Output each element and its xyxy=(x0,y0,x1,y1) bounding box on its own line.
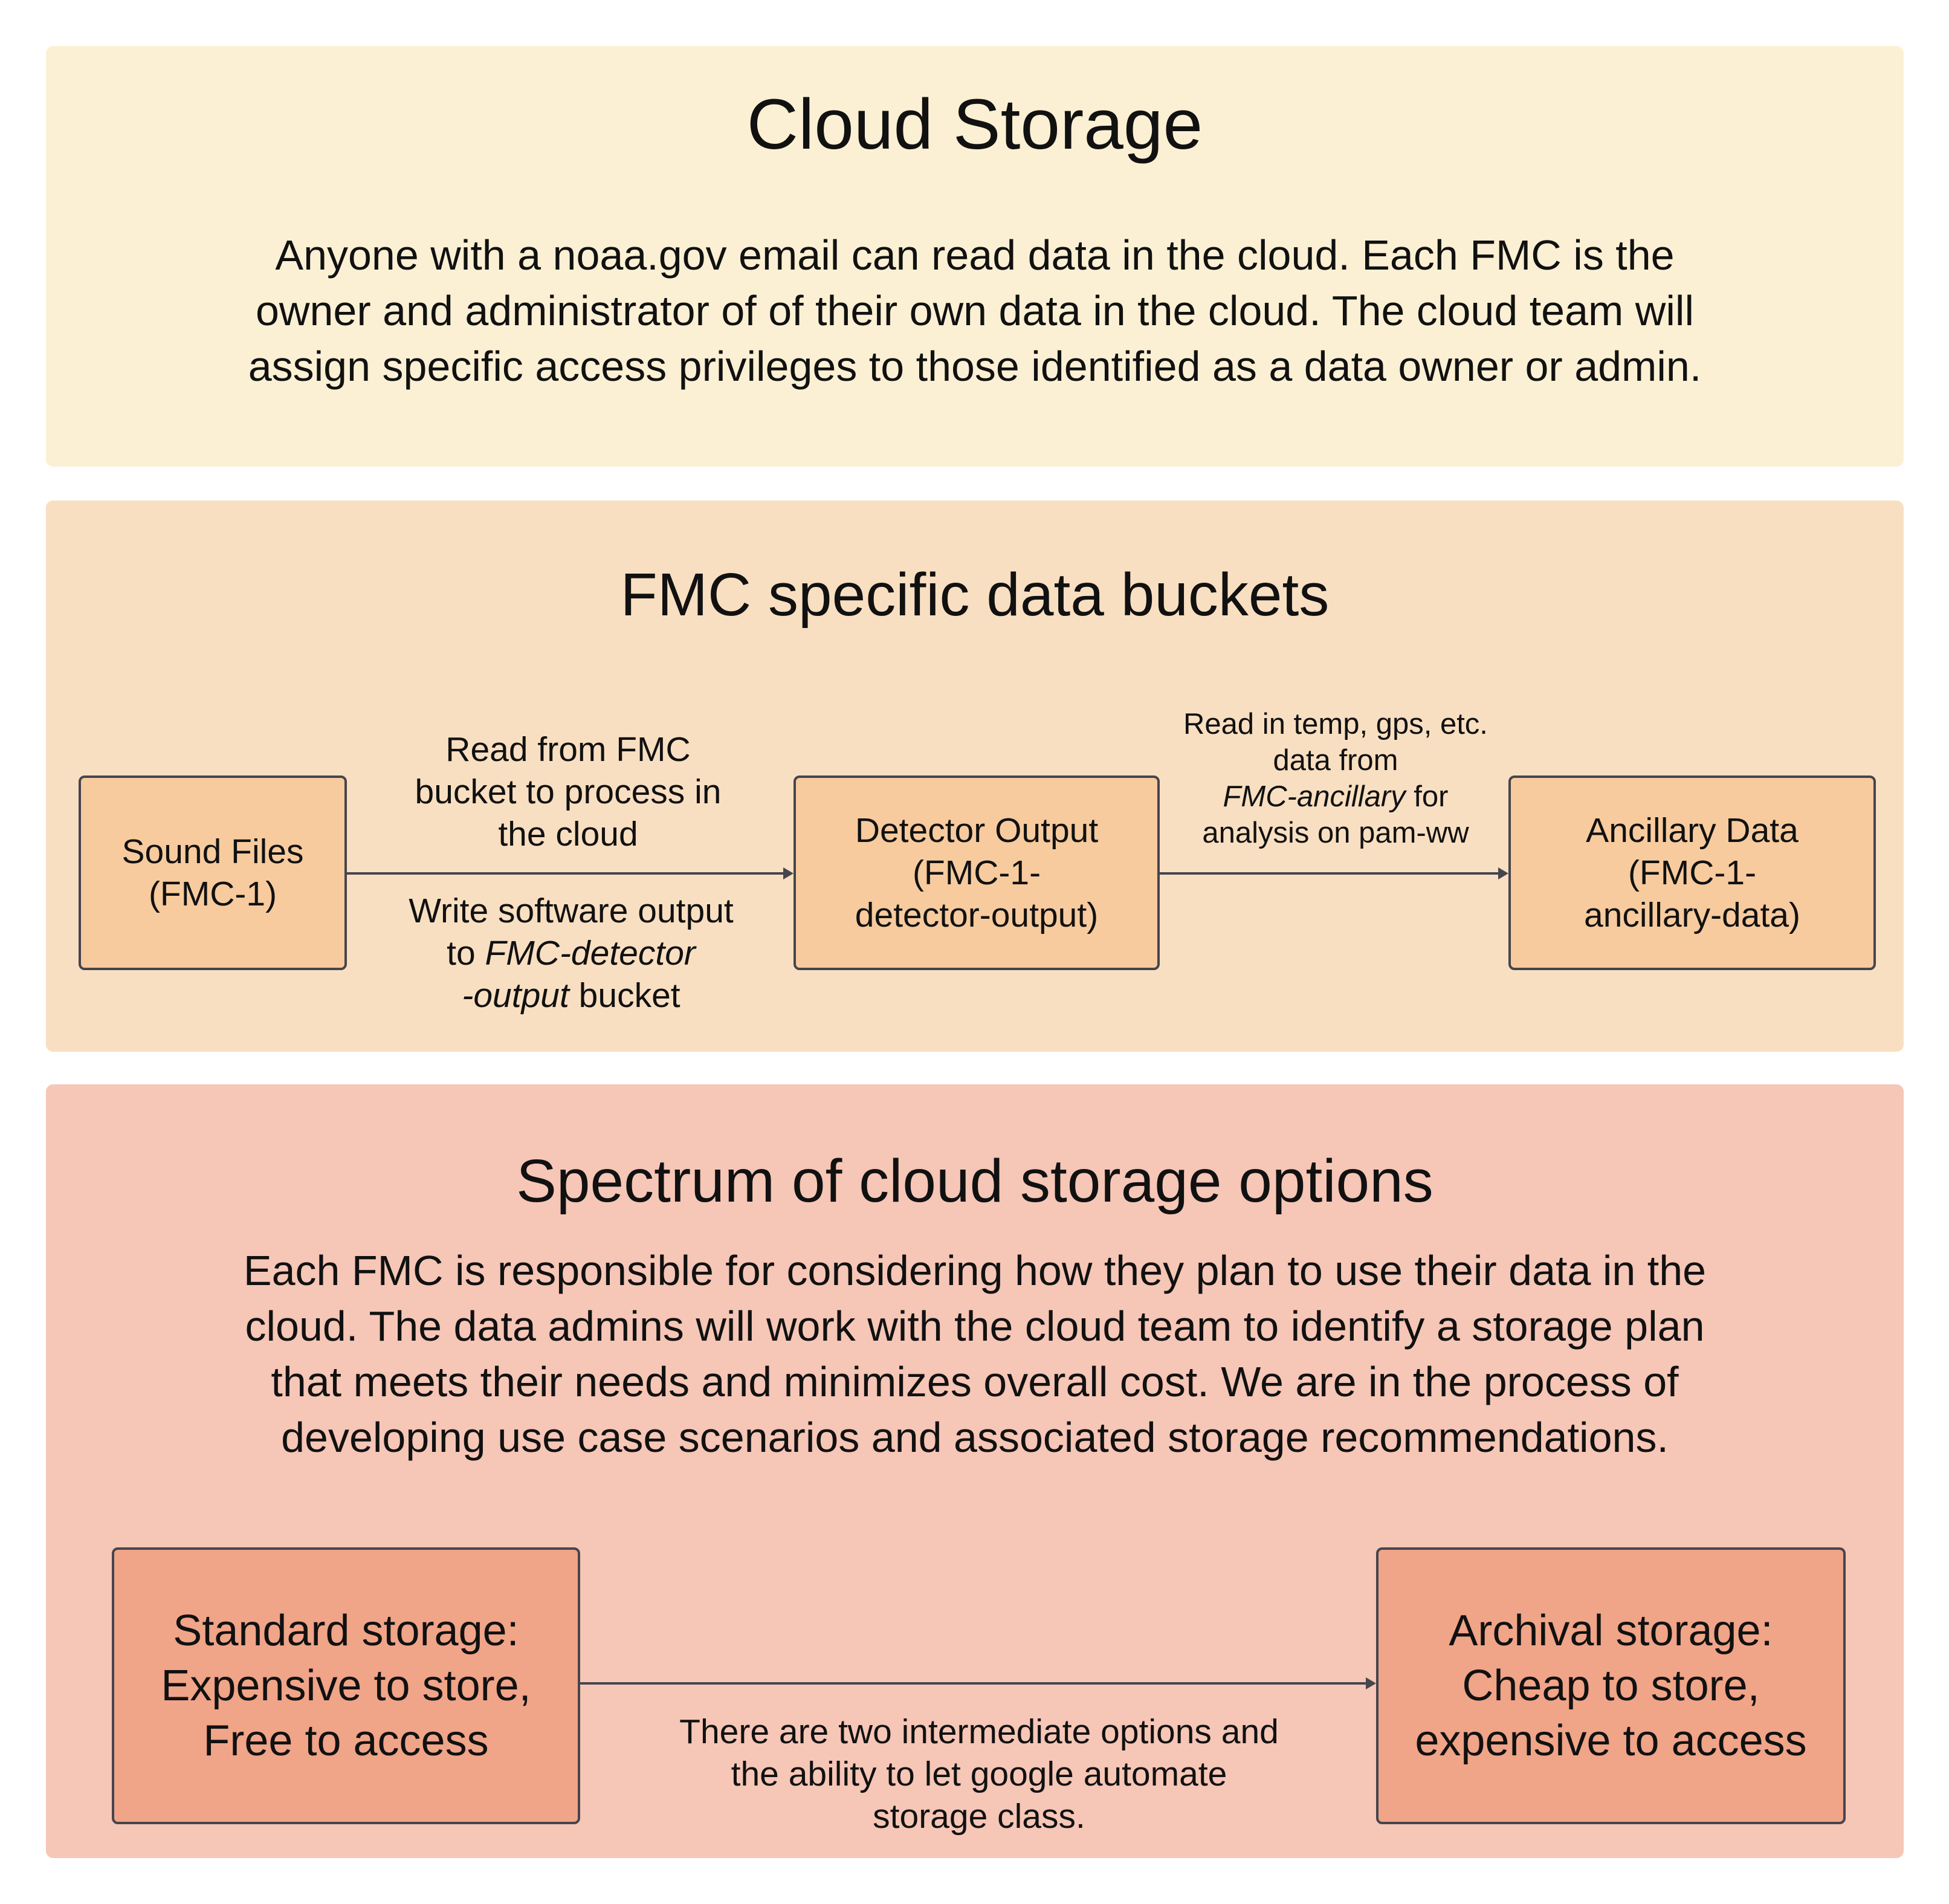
edge-label-line: analysis on pam-ww xyxy=(1202,817,1469,849)
spectrum-title: Spectrum of cloud storage options xyxy=(516,1147,1433,1215)
node-label: Archival storage: xyxy=(1449,1606,1773,1655)
bucket-name: FMC-detector xyxy=(485,934,696,973)
node-label: Standard storage: xyxy=(173,1606,519,1655)
edge-ancillary-label: Read in temp, gps, etc. data from FMC-an… xyxy=(1160,706,1511,851)
node-label: Cheap to store, xyxy=(1462,1661,1760,1710)
edge-write-label: Write software output to FMC-detector -o… xyxy=(363,890,780,1017)
standard-to-archival-arrow xyxy=(580,1677,1376,1689)
edge-label-line: Read in temp, gps, etc. xyxy=(1183,708,1488,740)
description-line: that meets their needs and minimizes ove… xyxy=(271,1358,1679,1405)
node-label: Ancillary Data xyxy=(1586,811,1799,850)
arrowhead-icon xyxy=(783,867,793,879)
node-label: Expensive to store, xyxy=(161,1661,531,1710)
description-line: cloud. The data admins will work with th… xyxy=(245,1303,1705,1350)
node-label: Free to access xyxy=(203,1716,489,1765)
arrowhead-icon xyxy=(1498,867,1508,879)
edge-read-label: Read from FMC bucket to process in the c… xyxy=(363,728,774,855)
bucket-name: -output xyxy=(462,976,569,1015)
node-label: (FMC-1- xyxy=(1627,853,1757,892)
edge-label-line: bucket to process in xyxy=(415,772,722,811)
archival-storage-node[interactable]: Archival storage: Cheap to store, expens… xyxy=(1376,1547,1846,1824)
edge-label-line: There are two intermediate options and xyxy=(679,1712,1279,1751)
description-line: developing use case scenarios and associ… xyxy=(281,1414,1669,1461)
arrowhead-icon xyxy=(1366,1677,1376,1689)
cloud-storage-panel: Cloud Storage Anyone with a noaa.gov ema… xyxy=(46,46,1904,467)
edge-label-line: Write software output xyxy=(409,892,734,930)
ancillary-data-node[interactable]: Ancillary Data (FMC-1- ancillary-data) xyxy=(1508,776,1876,970)
node-label: (FMC-1- xyxy=(912,853,1041,892)
edge-label-line: the cloud xyxy=(498,815,638,853)
detector-output-node[interactable]: Detector Output (FMC-1- detector-output) xyxy=(793,776,1160,970)
edge-label-text: bucket xyxy=(569,976,680,1015)
cloud-storage-title: Cloud Storage xyxy=(746,85,1203,164)
edge-label-line: data from xyxy=(1273,744,1398,777)
node-label: expensive to access xyxy=(1415,1716,1807,1765)
edge-label-text: to xyxy=(447,934,485,973)
edge-label-line: storage class. xyxy=(873,1797,1085,1836)
bucket-name: FMC-ancillary xyxy=(1223,780,1406,813)
fmc-buckets-title: FMC specific data buckets xyxy=(620,561,1330,629)
standard-storage-node[interactable]: Standard storage: Expensive to store, Fr… xyxy=(112,1547,580,1824)
node-label: ancillary-data) xyxy=(1584,896,1800,934)
cloud-storage-description: Anyone with a noaa.gov email can read da… xyxy=(46,227,1904,394)
description-line: owner and administrator of of their own … xyxy=(256,287,1694,334)
description-line: assign specific access privileges to tho… xyxy=(248,343,1702,390)
edge-label-line: the ability to let google automate xyxy=(731,1755,1227,1793)
node-label: detector-output) xyxy=(855,896,1099,934)
edge-label-text: for xyxy=(1405,780,1449,813)
description-line: Each FMC is responsible for considering … xyxy=(243,1247,1707,1294)
detector-to-ancillary-arrow xyxy=(1160,867,1508,879)
node-label: Sound Files xyxy=(121,832,304,871)
spectrum-description: Each FMC is responsible for considering … xyxy=(46,1243,1904,1465)
node-label: (FMC-1) xyxy=(148,875,277,913)
intermediate-options-label: There are two intermediate options and t… xyxy=(610,1711,1348,1838)
description-line: Anyone with a noaa.gov email can read da… xyxy=(275,232,1675,279)
sound-files-node[interactable]: Sound Files (FMC-1) xyxy=(79,776,347,970)
node-label: Detector Output xyxy=(855,811,1099,850)
edge-label-line: Read from FMC xyxy=(445,730,691,769)
sound-to-detector-arrow xyxy=(347,867,793,879)
